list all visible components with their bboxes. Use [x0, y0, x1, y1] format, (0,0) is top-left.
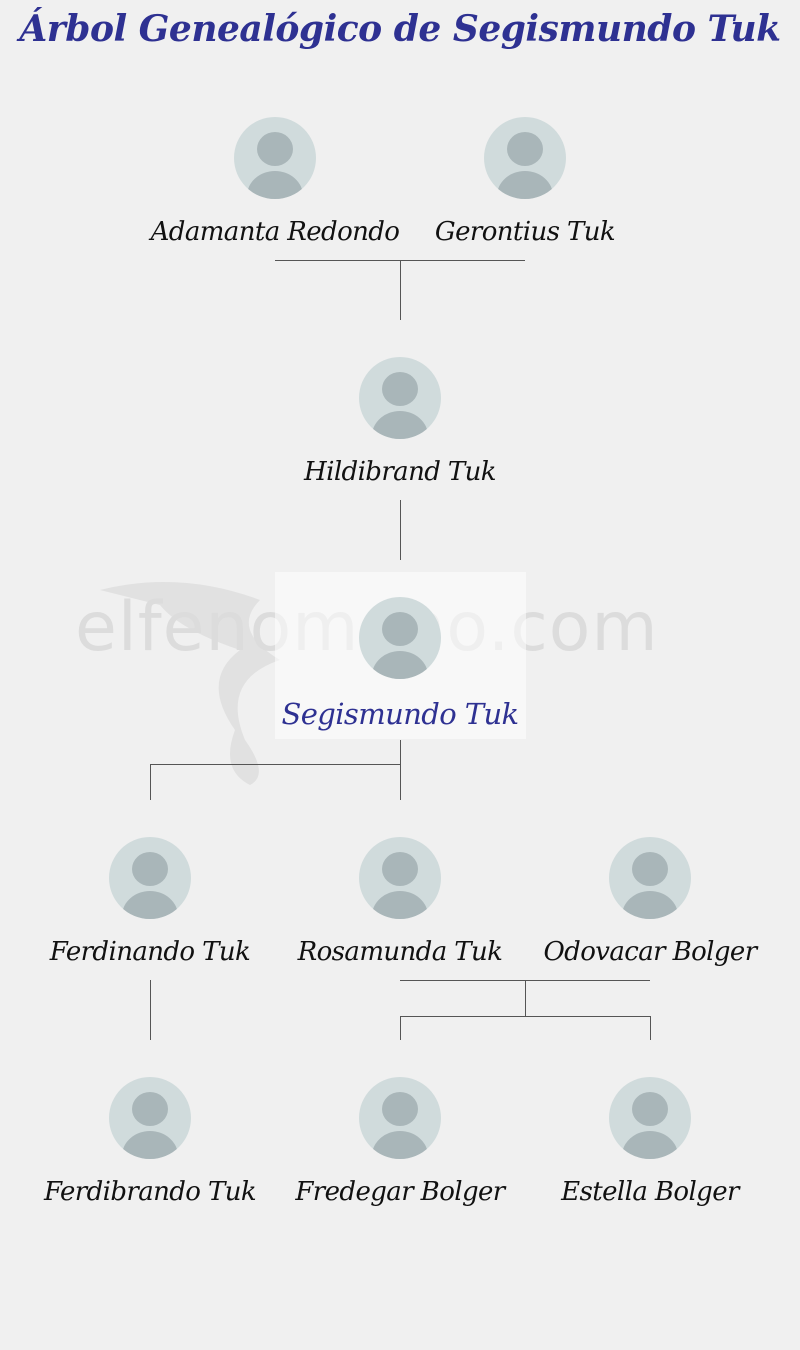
person-gerontius-tuk[interactable]: Gerontius Tuk [400, 117, 650, 267]
person-name: Ferdinando Tuk [49, 937, 251, 967]
person-name-focus: Segismundo Tuk [281, 697, 519, 731]
person-icon [609, 1077, 691, 1159]
person-rosamunda-tuk[interactable]: Rosamunda Tuk [275, 837, 525, 987]
person-name: Rosamunda Tuk [297, 937, 503, 967]
person-name: Adamanta Redondo [150, 217, 400, 247]
person-icon [359, 837, 441, 919]
person-odovacar-bolger[interactable]: Odovacar Bolger [525, 837, 775, 987]
page-title: Árbol Genealógico de Segismundo Tuk [19, 8, 781, 50]
person-icon [359, 597, 441, 679]
person-adamanta-redondo[interactable]: Adamanta Redondo [150, 117, 400, 267]
person-segismundo-tuk[interactable]: Segismundo Tuk [275, 597, 525, 747]
person-ferdibrando-tuk[interactable]: Ferdibrando Tuk [25, 1077, 275, 1227]
person-name: Hildibrand Tuk [304, 457, 497, 487]
person-name: Fredegar Bolger [295, 1177, 505, 1207]
person-icon [109, 837, 191, 919]
person-icon [484, 117, 566, 199]
person-ferdinando-tuk[interactable]: Ferdinando Tuk [25, 837, 275, 987]
person-icon [109, 1077, 191, 1159]
person-name: Odovacar Bolger [543, 937, 757, 967]
person-icon [234, 117, 316, 199]
person-estella-bolger[interactable]: Estella Bolger [525, 1077, 775, 1227]
person-name: Ferdibrando Tuk [43, 1177, 257, 1207]
person-name: Estella Bolger [561, 1177, 739, 1207]
person-icon [359, 1077, 441, 1159]
person-icon [609, 837, 691, 919]
person-hildibrand-tuk[interactable]: Hildibrand Tuk [275, 357, 525, 507]
person-icon [359, 357, 441, 439]
person-fredegar-bolger[interactable]: Fredegar Bolger [275, 1077, 525, 1227]
person-name: Gerontius Tuk [434, 217, 616, 247]
